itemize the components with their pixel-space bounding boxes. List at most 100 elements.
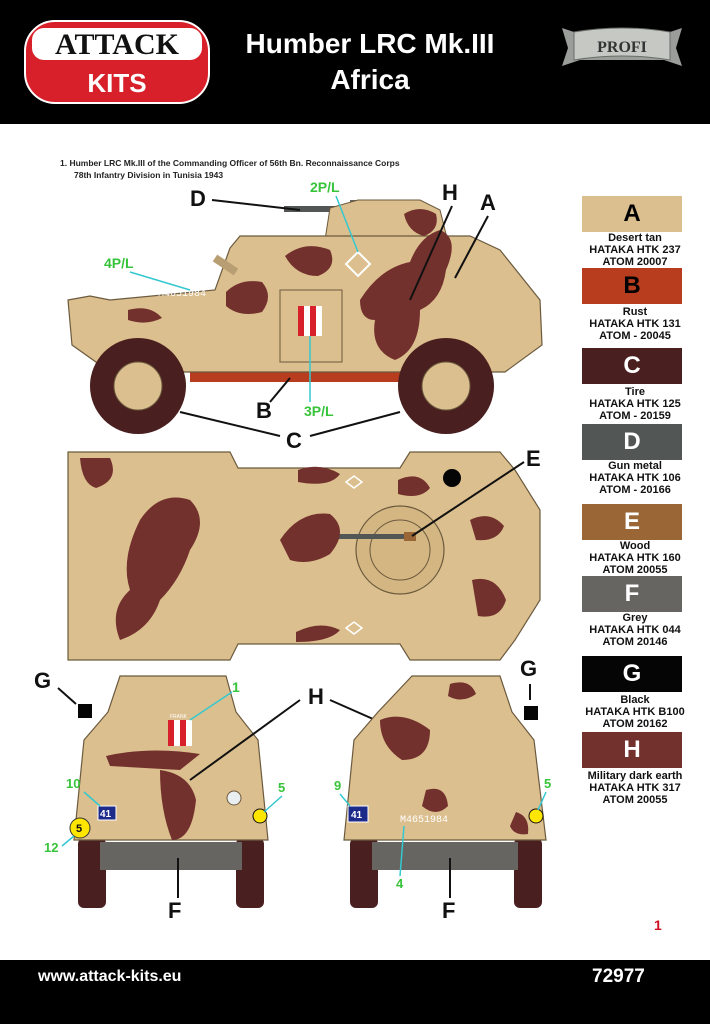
paint-F-atom: ATOM 20146 bbox=[602, 636, 668, 648]
paint-F-text: Grey HATAKA HTK 044 ATOM 20146 bbox=[560, 612, 710, 648]
leader-C-right bbox=[309, 411, 401, 437]
rear-camo-4 bbox=[510, 812, 529, 835]
caption-line-1: 1. Humber LRC Mk.III of the Commanding O… bbox=[60, 158, 400, 168]
rear-arm-of-service bbox=[528, 808, 544, 824]
paint-H-atom: ATOM 20055 bbox=[602, 794, 668, 806]
callout-F-front: F bbox=[168, 898, 181, 923]
callout-2pl: 2P/L bbox=[310, 179, 340, 195]
paint-G-atom: ATOM 20162 bbox=[602, 718, 668, 730]
paint-E-hataka: HATAKA HTK 160 bbox=[589, 552, 681, 564]
flag-stripe-1 bbox=[298, 306, 304, 336]
website-link[interactable]: www.attack-kits.eu bbox=[38, 968, 182, 985]
paint-A-text: Desert tan HATAKA HTK 237 ATOM 20007 bbox=[560, 232, 710, 268]
leader-n4 bbox=[399, 825, 405, 877]
callout-H-lower: H bbox=[308, 684, 324, 709]
paint-D-hataka: HATAKA HTK 106 bbox=[589, 472, 681, 484]
swatch-F: F bbox=[582, 576, 682, 612]
top-turret-inner bbox=[369, 519, 431, 581]
swatch-C: C bbox=[582, 348, 682, 384]
paint-C-name: Tire bbox=[625, 386, 645, 398]
leader-n9 bbox=[339, 793, 351, 807]
top-camo-8 bbox=[296, 625, 340, 642]
front-camo-2 bbox=[160, 770, 196, 840]
profi-badge: PROFI bbox=[562, 27, 682, 66]
leader-2pl bbox=[335, 195, 359, 253]
callout-C: C bbox=[286, 428, 302, 453]
paint-D-name: Gun metal bbox=[608, 460, 662, 472]
leader-D bbox=[211, 199, 301, 211]
page-title: Humber LRC Mk.III Africa bbox=[220, 26, 520, 98]
page-number: 1 bbox=[654, 917, 662, 933]
paint-B-hataka: HATAKA HTK 131 bbox=[589, 318, 681, 330]
side-serial: M4651984 bbox=[158, 289, 206, 300]
leader-n5-front bbox=[263, 795, 283, 813]
top-turret-ring bbox=[355, 505, 445, 595]
swatch-D: D bbox=[582, 424, 682, 460]
profi-text: PROFI bbox=[597, 39, 647, 56]
front-arm-of-service bbox=[252, 808, 268, 824]
callout-D: D bbox=[190, 186, 206, 211]
rear-unit-number: 41 bbox=[351, 810, 363, 821]
rear-camo-3 bbox=[422, 788, 448, 812]
top-camo-7 bbox=[298, 466, 340, 484]
top-camo-4 bbox=[398, 476, 430, 496]
leader-C-left bbox=[179, 411, 281, 437]
callout-n5-rear: 5 bbox=[544, 776, 551, 791]
paint-G-hataka: HATAKA HTK B100 bbox=[585, 706, 685, 718]
front-headlight bbox=[226, 790, 242, 806]
rear-antenna-base bbox=[524, 706, 538, 720]
front-unit-number: 41 bbox=[100, 809, 112, 820]
callout-n4: 4 bbox=[396, 876, 404, 891]
front-antenna-base bbox=[78, 704, 92, 718]
paint-E-name: Wood bbox=[619, 540, 651, 552]
top-diamond-2 bbox=[344, 621, 364, 635]
front-camo-1 bbox=[106, 750, 200, 770]
top-camo-5 bbox=[470, 516, 504, 541]
side-view: M4651984 bbox=[67, 199, 543, 434]
paint-E-atom: ATOM 20055 bbox=[602, 564, 668, 576]
paint-D-text: Gun metal HATAKA HTK 106 ATOM - 20166 bbox=[560, 460, 710, 496]
callout-3pl: 3P/L bbox=[304, 403, 334, 419]
paint-B-text: Rust HATAKA HTK 131 ATOM - 20045 bbox=[560, 306, 710, 342]
camo-patch-5 bbox=[404, 209, 437, 236]
paint-H-hataka: HATAKA HTK 317 bbox=[589, 782, 681, 794]
camo-patch-3 bbox=[226, 281, 268, 314]
swatch-E: E bbox=[582, 504, 682, 540]
leader-G-front bbox=[57, 687, 77, 705]
rear-right-tire bbox=[514, 838, 542, 908]
paint-C-hataka: HATAKA HTK 125 bbox=[589, 398, 681, 410]
leader-A bbox=[454, 215, 489, 279]
top-camo-1 bbox=[80, 458, 113, 488]
leader-n5-rear bbox=[537, 791, 547, 811]
callout-G-rear: G bbox=[520, 656, 537, 681]
rear-camo-1 bbox=[448, 682, 476, 700]
callout-n1: 1 bbox=[232, 679, 240, 695]
footer-bar bbox=[0, 960, 710, 1024]
callout-n12: 12 bbox=[44, 840, 58, 855]
rear-underside bbox=[372, 842, 518, 870]
rear-left-tire bbox=[350, 838, 378, 908]
swatch-A: A bbox=[582, 196, 682, 232]
logo-bottom-text: KITS bbox=[87, 68, 146, 98]
profile-caption: 1. Humber LRC Mk.III of the Commanding O… bbox=[60, 157, 400, 181]
callout-4pl: 4P/L bbox=[104, 255, 134, 271]
front-flag-stripe-2 bbox=[180, 720, 186, 746]
camo-patch-2 bbox=[360, 230, 452, 360]
paint-H-text: Military dark earth HATAKA HTK 317 ATOM … bbox=[560, 770, 710, 806]
side-exhaust bbox=[212, 254, 239, 276]
leader-4pl bbox=[129, 271, 191, 291]
attack-kits-logo: ATTACK KITS bbox=[24, 20, 210, 104]
leader-n10 bbox=[83, 791, 101, 807]
leader-H-side bbox=[409, 205, 453, 301]
callout-G-front: G bbox=[34, 668, 51, 693]
paint-H-name: Military dark earth bbox=[587, 770, 683, 782]
camo-patch-1 bbox=[285, 246, 333, 276]
swatch-G: G bbox=[582, 656, 682, 692]
rear-camo-2 bbox=[380, 716, 430, 760]
callout-n5-front: 5 bbox=[278, 780, 285, 795]
logo-top-text: ATTACK bbox=[55, 28, 180, 61]
callout-n10: 10 bbox=[66, 776, 80, 791]
vehicle-drawings: M4651984 D H A 2P/L 4P/L 3P/L B C bbox=[34, 179, 551, 923]
side-diamond bbox=[344, 250, 372, 278]
callout-n9: 9 bbox=[334, 778, 341, 793]
